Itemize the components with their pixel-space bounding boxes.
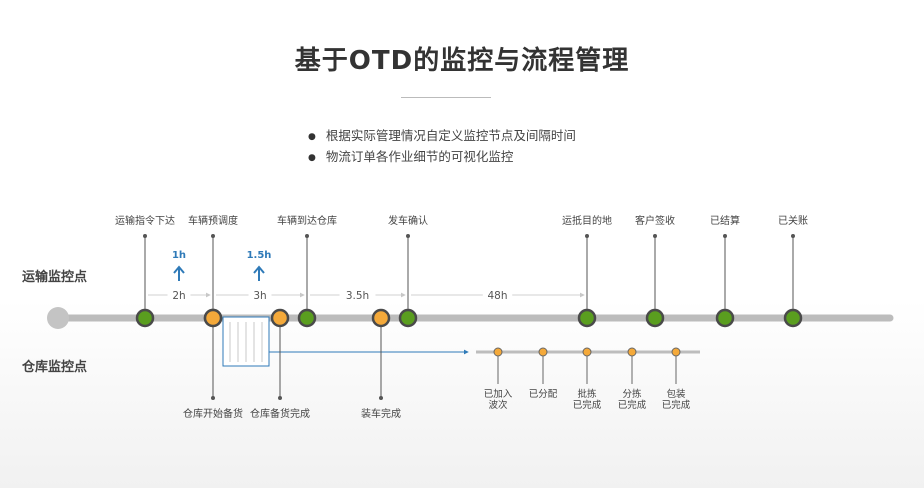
event-label-load-done: 装车完成 <box>361 407 401 420</box>
substep-node <box>627 347 637 357</box>
event-label-signed: 客户签收 <box>635 214 675 227</box>
interval-label: 3.5h <box>346 290 369 302</box>
node-depart <box>398 308 418 328</box>
event-label-wh-start: 仓库开始备货 <box>183 407 243 420</box>
node-arrive <box>297 308 317 328</box>
warehouse-prep-hatch <box>229 322 263 362</box>
event-nodes <box>135 308 803 328</box>
event-label-wh-done: 仓库备货完成 <box>250 407 310 420</box>
event-labels: 运输指令下达车辆预调度 车辆到达仓库 发车确认 运抵目的地 客户签收 已结算 已关账仓库开始… <box>115 214 808 420</box>
title-divider <box>401 97 491 98</box>
alert-label: 1h <box>172 250 186 261</box>
event-label-settled: 已结算 <box>710 214 740 227</box>
node-wh-done <box>270 308 290 328</box>
substep-node <box>493 347 503 357</box>
timeline-start-cap <box>47 307 69 329</box>
alert-markers: 1h 1.5h <box>172 250 271 281</box>
substep-node <box>538 347 548 357</box>
connector-dot <box>406 234 410 238</box>
interval-label: 48h <box>487 290 507 302</box>
event-label-destination: 运抵目的地 <box>562 214 612 227</box>
interval-markers: 2h 3h 3.5h 48h <box>148 290 585 302</box>
substep-label: 波次 <box>488 399 508 411</box>
event-label-prebook: 车辆预调度 <box>188 214 238 227</box>
interval-label: 3h <box>253 290 266 302</box>
alert-label: 1.5h <box>247 250 272 261</box>
connector-dot <box>791 234 795 238</box>
warehouse-substeps: 已加入波次已分配批拣已完成分拣已完成包装已完成 <box>484 347 691 411</box>
background-fade <box>0 300 924 488</box>
bullet-list: 根据实际管理情况自定义监控节点及间隔时间 物流订单各作业细节的可视化监控 <box>308 126 576 168</box>
substep-label: 批拣 <box>577 388 597 400</box>
connector-dot <box>653 234 657 238</box>
substep-node <box>582 347 592 357</box>
node-destination <box>577 308 597 328</box>
event-label-closed: 已关账 <box>778 214 808 227</box>
page-title: 基于OTD的监控与流程管理 <box>294 46 630 76</box>
node-settled <box>715 308 735 328</box>
event-label-depart: 发车确认 <box>388 214 428 227</box>
interval-label: 2h <box>172 290 185 302</box>
connector-dot <box>211 234 215 238</box>
connector-dot <box>379 396 383 400</box>
node-dispatch <box>135 308 155 328</box>
connector-dot <box>278 396 282 400</box>
substep-label: 已分配 <box>529 389 558 400</box>
connector-dot <box>723 234 727 238</box>
substep-label: 已完成 <box>618 399 647 411</box>
substep-label: 已加入 <box>484 389 513 400</box>
event-label-dispatch: 运输指令下达 <box>115 214 175 227</box>
event-label-arrive: 车辆到达仓库 <box>277 214 337 227</box>
node-load-done <box>371 308 391 328</box>
substep-node <box>671 347 681 357</box>
alert-up-arrow-icon <box>253 265 265 281</box>
connector-dot <box>305 234 309 238</box>
node-wh-start <box>203 308 223 328</box>
substep-label: 分拣 <box>622 388 642 400</box>
connector-dot <box>143 234 147 238</box>
node-signed <box>645 308 665 328</box>
row-label-warehouse: 仓库监控点 <box>22 360 88 375</box>
row-label-transport: 运输监控点 <box>22 270 88 285</box>
substep-label: 已完成 <box>662 399 691 411</box>
connector-dot <box>585 234 589 238</box>
substep-label: 已完成 <box>573 399 602 411</box>
event-connectors <box>143 234 795 400</box>
substep-label: 包装 <box>666 388 686 400</box>
connector-dot <box>211 396 215 400</box>
bullet-item: 物流订单各作业细节的可视化监控 <box>308 147 576 168</box>
bullet-item: 根据实际管理情况自定义监控节点及间隔时间 <box>308 126 576 147</box>
alert-up-arrow-icon <box>173 265 185 281</box>
node-closed <box>783 308 803 328</box>
